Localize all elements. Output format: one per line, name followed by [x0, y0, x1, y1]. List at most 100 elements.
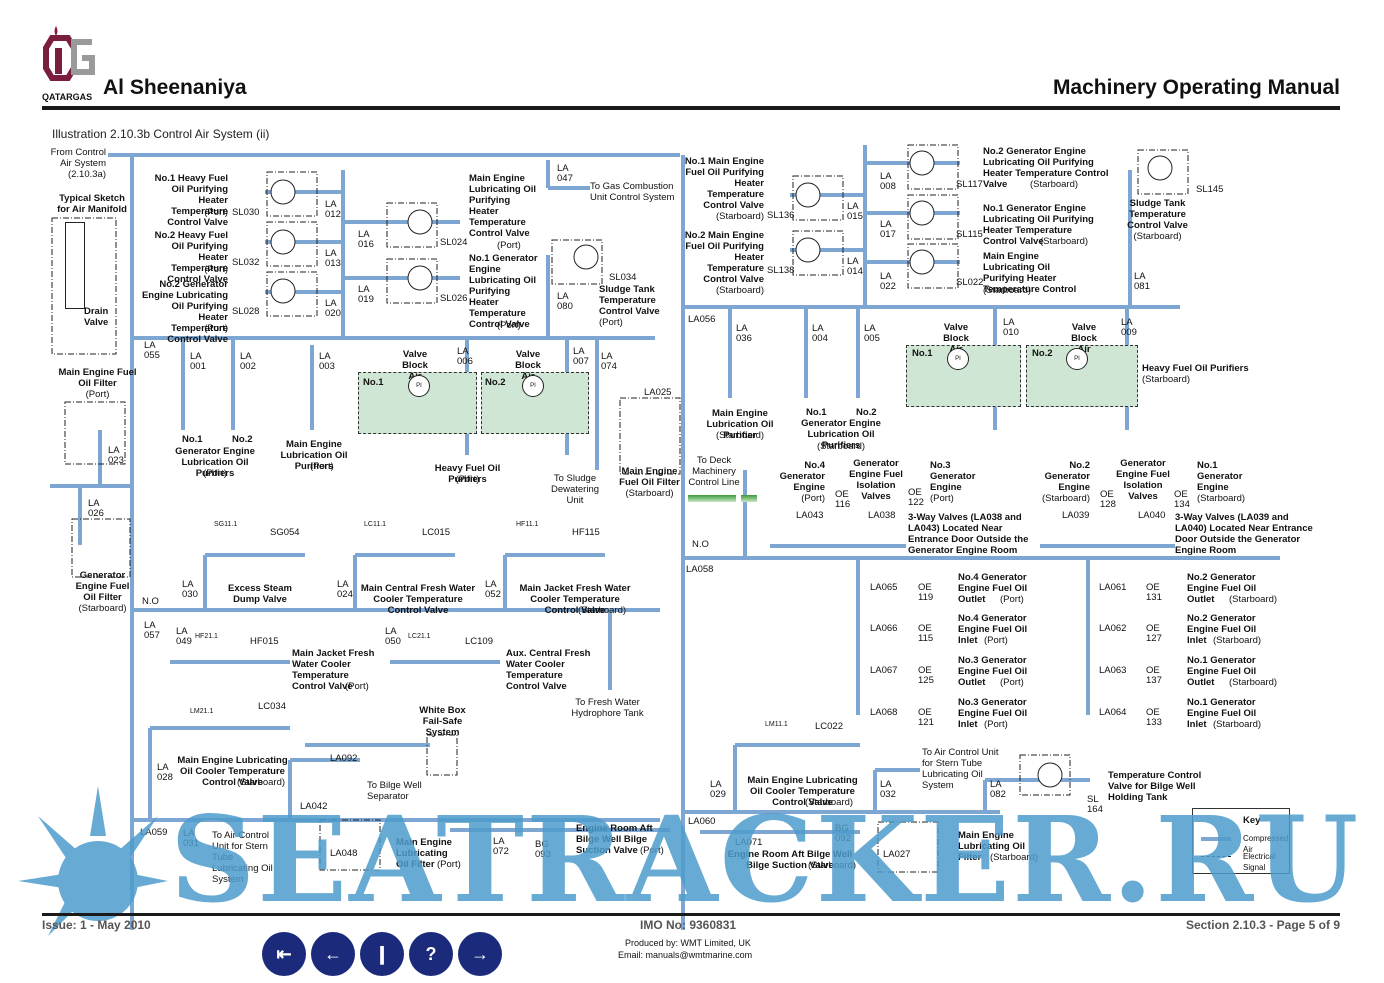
valve-la074: LA 074: [601, 351, 617, 372]
valve-sl022: SL022: [956, 277, 984, 288]
first-page-button[interactable]: ⇤: [262, 932, 306, 976]
fo-stbd-4-label: No.1 Generator Engine Fuel Oil Inlet: [1187, 697, 1257, 730]
valve-sl026: SL026: [440, 293, 468, 304]
next-page-button[interactable]: →: [458, 932, 502, 976]
port-me-lo-purifiers-label: Main Engine Lubrication Oil Purifiers: [280, 439, 348, 472]
section-page-label: Section 2.10.3 - Page 5 of 9: [1185, 918, 1340, 932]
valve-oe116: OE 116: [835, 489, 851, 510]
bilge-suction-port-side: (Port): [640, 845, 664, 856]
valve-la027: LA027: [883, 849, 911, 860]
valve-la066: LA066: [870, 623, 898, 634]
valve-la007: LA 007: [573, 346, 589, 367]
valve-la062: LA062: [1099, 623, 1127, 634]
fo-stbd-1-side: (Starboard): [1229, 594, 1278, 605]
valve-lc034: LC034: [258, 701, 286, 712]
stbd-block-no2: No.2: [1032, 348, 1053, 359]
valve-la003: LA 003: [319, 351, 335, 372]
stbd-me-lo-purifier-label: Main Engine Lubrication Oil Purifier: [706, 408, 774, 441]
valve-sl136: SL136: [767, 210, 795, 221]
ge-fo-filter-stbd-side: (Starboard): [78, 603, 127, 614]
me-fo-filter-port-side: (Port): [85, 389, 110, 400]
pi-label: PI: [1074, 356, 1080, 362]
valve-la030: LA 030: [182, 579, 198, 600]
sludge-stbd-label: Sludge Tank Temperature Control Valve: [1127, 198, 1188, 231]
valve-oe122: OE 122: [908, 487, 924, 508]
cooler-2-label: Main Central Fresh Water Cooler Temperat…: [360, 583, 476, 616]
tc-hf21: HF21.1: [195, 633, 218, 640]
stbd-ge-no2: No.2: [856, 407, 877, 418]
valve-oe133: OE 133: [1146, 707, 1162, 728]
deck-machinery-label: To Deck Machinery Control Line: [688, 455, 740, 488]
valve-sl115: SL115: [956, 229, 983, 240]
ship-name: Al Sheenaniya: [103, 76, 247, 99]
valve-la064: LA064: [1099, 707, 1127, 718]
valve-la067: LA067: [870, 665, 898, 676]
valve-la019: LA 019: [358, 284, 374, 305]
gen-no3-label: No.3 Generator Engine: [930, 460, 976, 493]
stbd-hfo-purifiers-label: Heavy Fuel Oil Purifiers: [1142, 363, 1249, 374]
fo-port-2-side: (Port): [984, 635, 1008, 646]
tc-lm21: LM21.1: [190, 708, 214, 715]
watermark-text: SEATRACKER.RU: [170, 790, 1361, 929]
valve-la068: LA068: [870, 707, 898, 718]
white-box-label: White Box Fail-Safe System: [419, 705, 466, 738]
gen-no2-side: (Starboard): [1041, 493, 1090, 504]
cooler-4-label: Main Jacket Fresh Water Cooler Temperatu…: [292, 648, 375, 692]
bilge-suction-stbd-side: (Starboard): [808, 860, 857, 871]
gen-no2-label: No.2 Generator Engine: [1044, 460, 1090, 493]
tic-port-1-label: No.1 Heavy Fuel Oil Purifying Heater Tem…: [154, 173, 228, 228]
valve-la047: LA 047: [557, 163, 573, 184]
cooler-7-label: Main Engine Lubricating Oil Cooler Tempe…: [747, 775, 858, 808]
valve-lc109: LC109: [465, 636, 493, 647]
help-button[interactable]: ?: [409, 932, 453, 976]
tic-port-right-2-label: No.1 Generator Engine Lubricating Oil Pu…: [469, 253, 538, 330]
valve-la025: LA025: [644, 387, 672, 398]
fo-stbd-4-side: (Starboard): [1213, 719, 1262, 730]
ge-fo-filter-stbd-label: Generator Engine Fuel Oil Filter: [75, 570, 130, 603]
valve-sl032: SL032: [232, 257, 260, 268]
valve-la065: LA065: [870, 582, 898, 593]
valve-la059: LA059: [140, 827, 168, 838]
valve-la017: LA 017: [880, 219, 896, 240]
valve-la039: LA039: [1062, 510, 1090, 521]
legend-key: Key Compressed Air Electrical Signal: [1192, 808, 1290, 874]
valve-lc022: LC022: [815, 721, 843, 732]
tic-stbd-right-2-side: (Starboard): [1040, 236, 1089, 247]
fo-port-1-side: (Port): [1000, 594, 1024, 605]
port-hfo-purifiers-side: (Port): [455, 474, 480, 485]
manifold-body: [65, 222, 85, 309]
valve-la036: LA 036: [736, 323, 752, 344]
sketch-title: Typical Sketch for Air Manifold: [57, 193, 127, 215]
tic-port-3-label: No.2 Generator Engine Lubricating Oil Pu…: [141, 279, 228, 345]
valve-la023: LA 023: [108, 445, 124, 466]
bookmark-button[interactable]: ❙: [360, 932, 404, 976]
tic-stbd-right-1-side: (Starboard): [1030, 179, 1079, 190]
valve-la048: LA048: [330, 848, 358, 859]
stbd-ge-lo-purifiers-side: (Starboard): [816, 441, 866, 452]
sludge-port-label: Sludge Tank Temperature Control Valve: [599, 284, 660, 317]
cooler-4-side: (Port): [345, 681, 369, 692]
stbd-me-lo-purifier-side: (Starboard): [715, 430, 765, 441]
valve-hf015: HF015: [250, 636, 279, 647]
tic-stbd-left-2-side: (Starboard): [715, 285, 764, 296]
valve-la013: LA 013: [325, 248, 341, 269]
tic-stbd-right-3-label: Main Engine Lubricating Oil Purifying He…: [983, 251, 1077, 295]
valve-la042: LA042: [300, 801, 328, 812]
valve-la002: LA 002: [240, 351, 256, 372]
valve-oe137: OE 137: [1146, 665, 1162, 686]
tic-port-3-side: (Port): [204, 323, 228, 334]
previous-page-button[interactable]: ←: [311, 932, 355, 976]
valve-oe134: OE 134: [1174, 489, 1190, 510]
valve-la028: LA 028: [157, 762, 173, 783]
key-title: Key: [1243, 815, 1261, 826]
stbd-ge-lo-purifiers-label: Generator Engine Lubrication Oil Purifie…: [801, 418, 881, 451]
source-label: From Control Air System (2.10.3a): [50, 147, 106, 180]
pi-gauge-port-2: PI: [522, 375, 544, 397]
tic-port-1-side: (Port): [204, 207, 228, 218]
valve-la014: LA 014: [847, 256, 863, 277]
gen-isolation-stbd-label: Generator Engine Fuel Isolation Valves: [1116, 458, 1170, 502]
valve-la031: LA 031: [183, 828, 199, 849]
bilge-tank-label: Temperature Control Valve for Bilge Well…: [1108, 770, 1202, 803]
stbd-ge-no1: No.1: [806, 407, 827, 418]
